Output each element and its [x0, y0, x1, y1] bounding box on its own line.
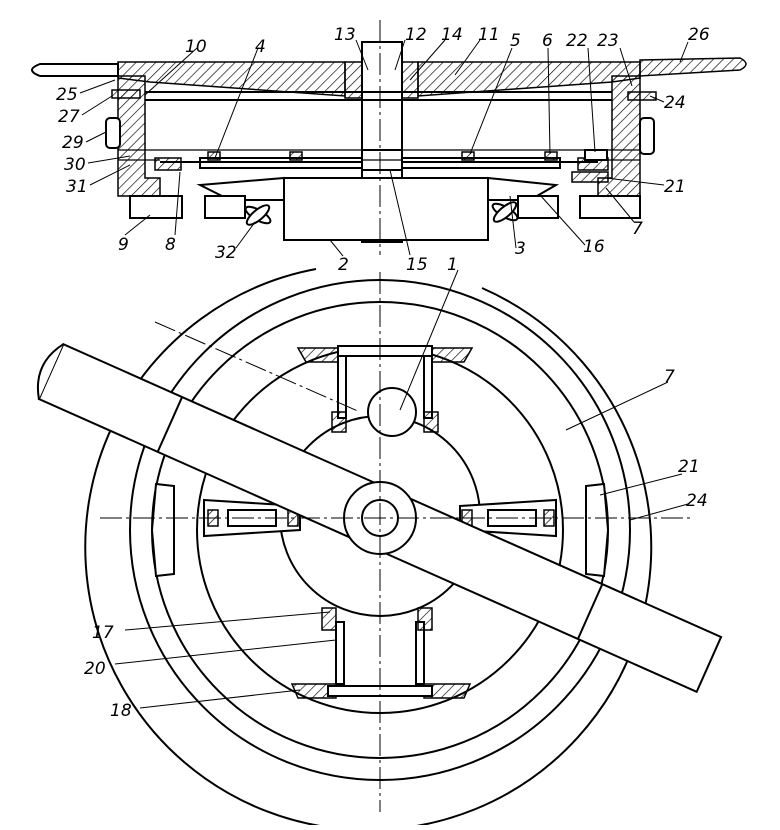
section-view: [31, 20, 747, 255]
label-29: 29: [62, 133, 84, 153]
label-18: 18: [110, 701, 132, 721]
label-13: 13: [334, 25, 356, 45]
part-8-block: [154, 157, 182, 171]
joint-bottom-left: [321, 607, 337, 631]
bolt-6: [544, 151, 558, 161]
label-9: 9: [118, 235, 129, 255]
label-27: 27: [58, 107, 80, 127]
label-12: 12: [405, 25, 427, 45]
strut-top-right: [423, 351, 433, 419]
label-23: 23: [597, 31, 619, 51]
bolt-a: [289, 151, 303, 161]
label-26: 26: [688, 25, 710, 45]
part-right-clip: [639, 117, 655, 155]
blade-tip-right: [639, 57, 747, 77]
part-7-ring: [571, 171, 609, 183]
segment-21-left: [150, 482, 175, 578]
part-1-dome: [367, 387, 417, 437]
label-24: 24: [664, 93, 686, 113]
motor-right: [517, 195, 559, 219]
label-1: 1: [447, 255, 458, 275]
label-25: 25: [56, 85, 78, 105]
label-8: 8: [165, 235, 176, 255]
label-3: 3: [515, 239, 526, 259]
label-15: 15: [406, 255, 428, 275]
blade-end-left: [37, 343, 64, 400]
label-7b: 7: [664, 367, 675, 387]
segment-21-right: [585, 482, 610, 578]
mount-top-right: [431, 347, 474, 363]
label-21: 21: [664, 177, 686, 197]
bolt-5: [461, 151, 475, 161]
rotor-disc-right: [417, 61, 641, 97]
part-22-cap: [584, 149, 608, 161]
joint-top-left: [331, 411, 347, 433]
label-17: 17: [92, 623, 114, 643]
blade-tip-left: [31, 63, 119, 77]
label-32: 32: [215, 243, 237, 263]
mount-top-left: [296, 347, 339, 363]
label-16: 16: [583, 237, 605, 257]
label-20: 20: [84, 659, 106, 679]
motor-body: [283, 177, 489, 241]
label-7: 7: [632, 219, 643, 239]
top-labels: 13 12 14 11 5 6 22 23 26 10 4 25 27 29 3…: [56, 25, 710, 275]
label-2: 2: [338, 255, 349, 275]
plan-view: [37, 268, 723, 830]
bracket-left: [129, 195, 183, 219]
label-21b: 21: [678, 457, 700, 477]
part-24-bolt: [627, 91, 657, 101]
mount-bottom-left: [290, 683, 337, 699]
joint-bottom-right: [417, 607, 433, 631]
bottom-leaders: [114, 269, 689, 709]
bottom-labels: 7 21 24 17 20 18: [84, 367, 708, 721]
top-leaders: [79, 39, 689, 257]
plate-top: [337, 345, 433, 357]
label-30: 30: [64, 155, 86, 175]
bracket-right: [579, 195, 641, 219]
label-31: 31: [66, 177, 88, 197]
part-27: [111, 89, 141, 99]
label-22: 22: [566, 31, 588, 51]
rotor-disc-left: [117, 61, 346, 97]
propeller-16: [491, 201, 519, 223]
label-4: 4: [255, 37, 266, 57]
part-29: [105, 117, 121, 149]
motor-left: [204, 195, 246, 219]
joint-top-right: [423, 411, 439, 433]
label-11: 11: [478, 25, 500, 45]
label-14: 14: [441, 25, 463, 45]
propeller-32: [244, 204, 272, 226]
label-5: 5: [510, 31, 521, 51]
label-10: 10: [185, 37, 207, 57]
strut-bottom-right: [415, 621, 425, 685]
strut-top-left: [337, 351, 347, 419]
bolt-4: [207, 151, 221, 161]
label-6: 6: [542, 31, 553, 51]
strut-bottom-left: [335, 621, 345, 685]
label-24b: 24: [686, 491, 708, 511]
